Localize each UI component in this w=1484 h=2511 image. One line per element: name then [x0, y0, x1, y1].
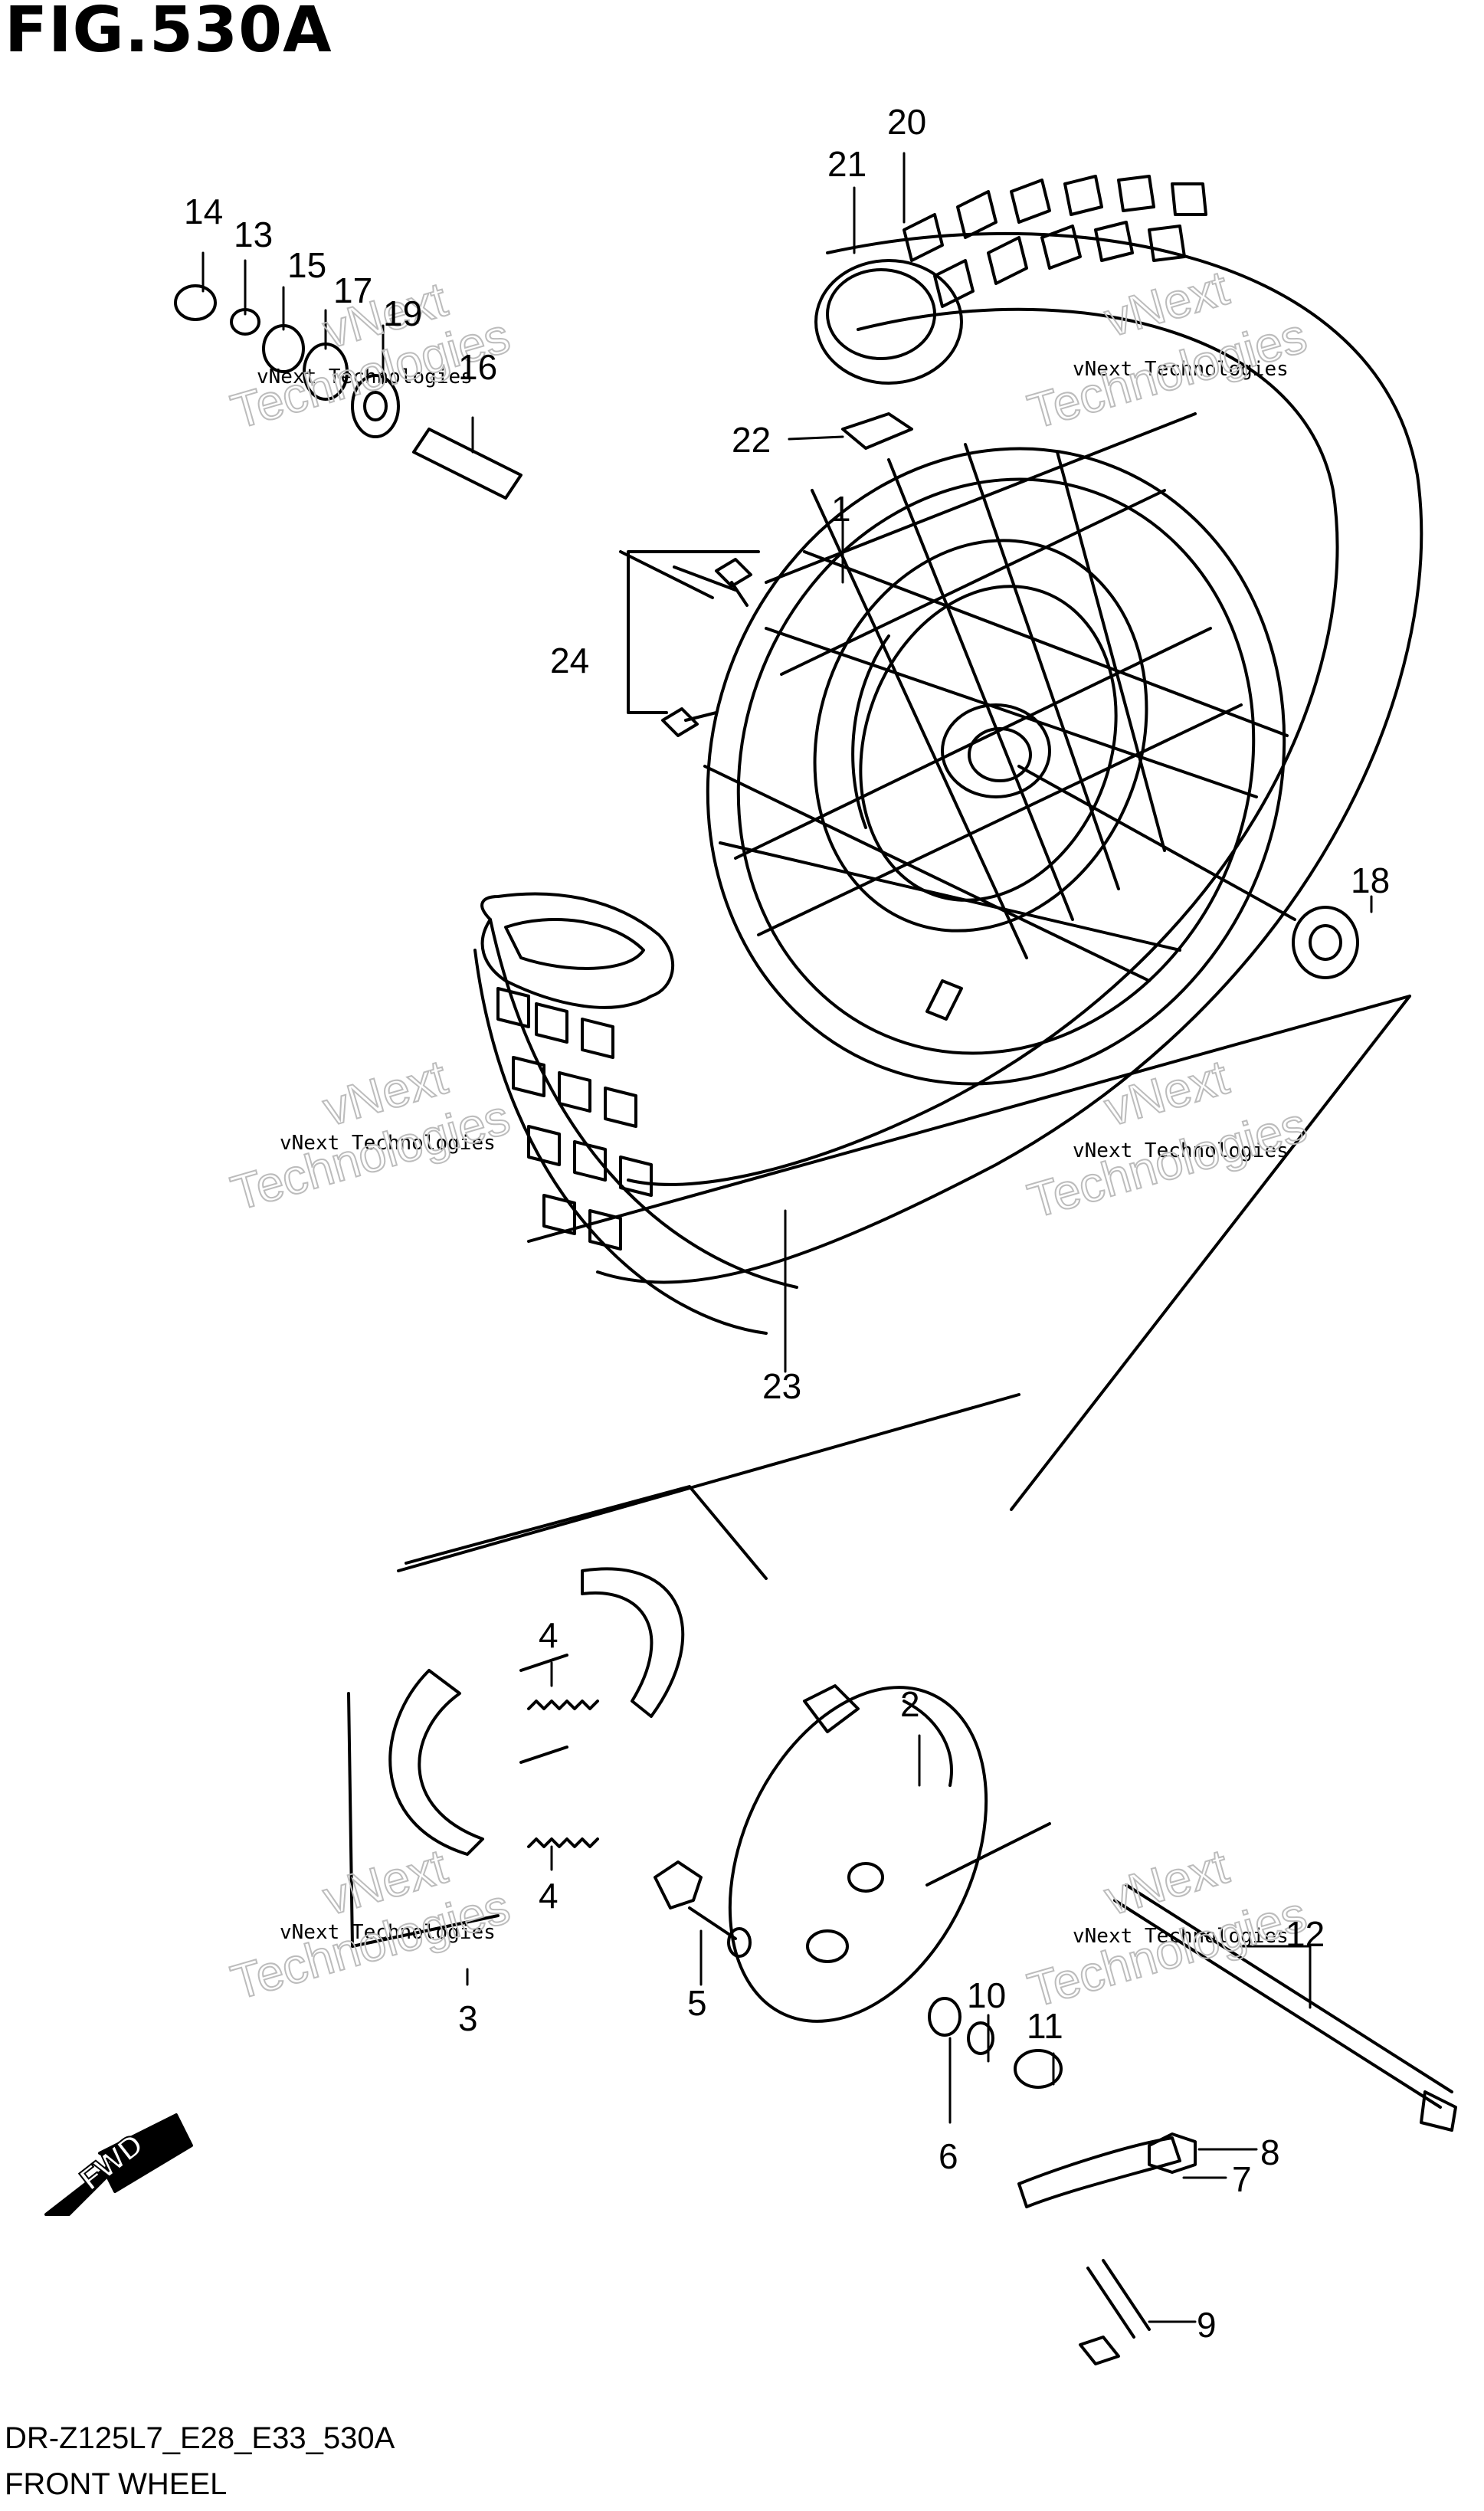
brake-hardware-drawing	[928, 1997, 1197, 2365]
callout-20: 20	[887, 102, 926, 142]
tire-drawing	[473, 175, 1423, 1335]
callout-22: 22	[732, 420, 771, 460]
callout-4-lower: 4	[539, 1876, 559, 1916]
callout-18: 18	[1351, 860, 1390, 900]
model-code: DR-Z125L7_E28_E33_530A	[5, 2421, 395, 2455]
callout-10: 10	[967, 1975, 1006, 2015]
rim-and-spokes	[703, 412, 1289, 1086]
callout-17: 17	[333, 270, 372, 310]
bolts-24-drawing	[661, 558, 752, 737]
callout-13: 13	[234, 215, 273, 254]
assembly-lines	[397, 550, 1411, 1887]
callout-2: 2	[900, 1684, 920, 1724]
watermark-text: vNext Technologies	[1073, 1139, 1289, 1162]
leader-lines	[201, 152, 1373, 2323]
cam-drawing	[654, 1860, 752, 1958]
callout-1: 1	[831, 489, 851, 529]
hub-small-parts-drawing	[174, 284, 523, 500]
fwd-arrow-icon	[44, 2113, 193, 2216]
figure-title: FIG.530A	[5, 0, 333, 67]
valve-stem	[925, 979, 963, 1021]
watermark-text: vNext Technologies	[280, 1921, 496, 1944]
watermark-text: vNext Technologies	[1073, 358, 1289, 381]
bearing-18-drawing	[1292, 906, 1359, 979]
callout-6: 6	[939, 2136, 958, 2176]
callout-3: 3	[458, 1998, 478, 2038]
watermark-text: vNext Technologies	[257, 366, 473, 388]
callout-8: 8	[1260, 2132, 1280, 2172]
callout-labels: 1 2 3 4 4 5 6 7 8 9 10 11 12 13 14 15 16…	[184, 102, 1390, 2345]
callout-11: 11	[1027, 2006, 1063, 2046]
watermarks: vNext Technologies vNext Technologies vN…	[224, 259, 1313, 2018]
watermark-text: vNext Technologies	[280, 1132, 496, 1155]
callout-15: 15	[287, 245, 326, 285]
callout-21: 21	[827, 144, 866, 184]
figure-name: FRONT WHEEL	[5, 2467, 228, 2501]
callout-19: 19	[383, 293, 422, 333]
callout-16: 16	[458, 347, 497, 387]
hub-drawing	[813, 539, 1148, 933]
callout-9: 9	[1197, 2305, 1217, 2345]
callout-23: 23	[762, 1366, 801, 1406]
callout-12: 12	[1286, 1914, 1325, 1954]
axle-drawing	[1113, 1883, 1457, 2132]
callout-24: 24	[550, 641, 589, 680]
brake-shoes-drawing	[347, 1485, 768, 1948]
callout-4-upper: 4	[539, 1615, 559, 1655]
brake-panel-drawing	[728, 1684, 988, 2023]
tube-drawing	[814, 259, 963, 450]
callout-14: 14	[184, 192, 223, 231]
callout-5: 5	[687, 1983, 707, 2023]
callout-7: 7	[1232, 2159, 1252, 2199]
springs-drawing	[527, 1700, 599, 1848]
watermark-text: vNext Technologies	[1073, 1925, 1289, 1948]
